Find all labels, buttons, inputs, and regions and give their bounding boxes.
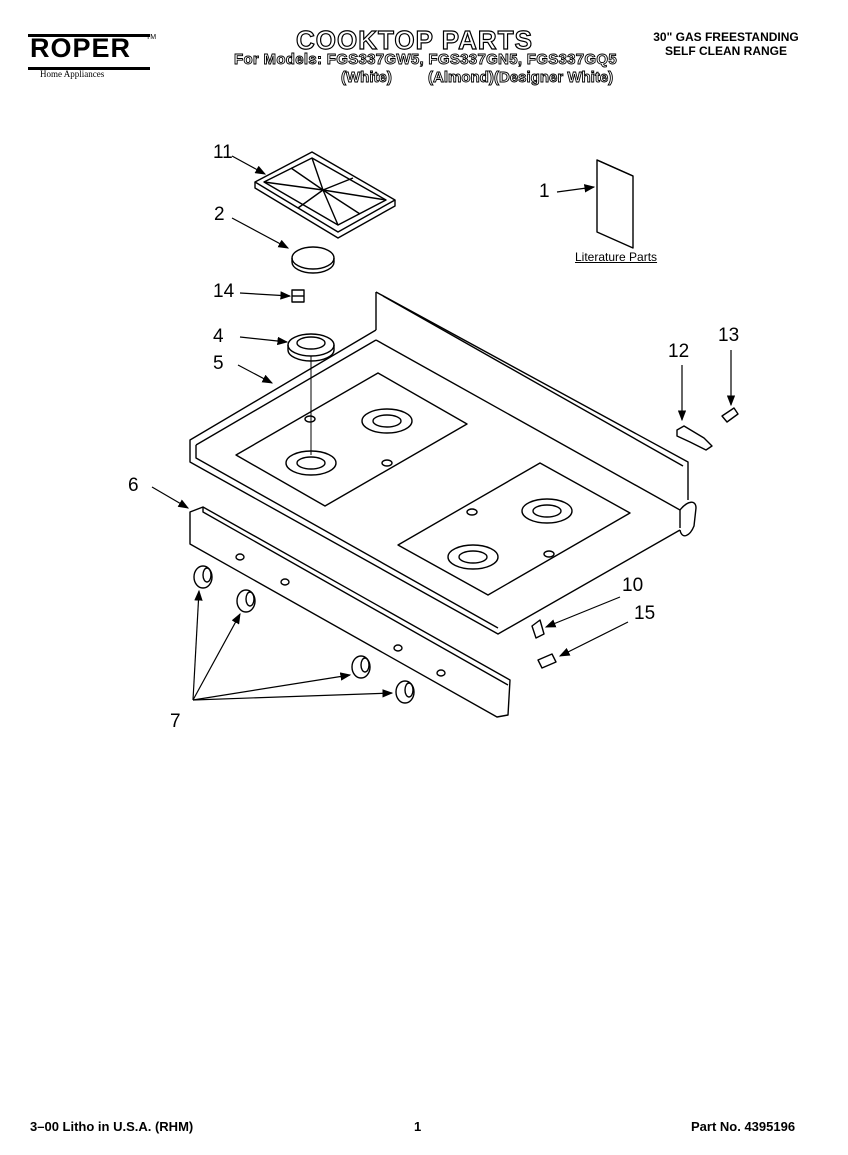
callout-12: 12: [668, 341, 690, 362]
color-almond: (Almond): [428, 69, 495, 87]
footer-page-number: 1: [414, 1119, 422, 1134]
orifice-part: [291, 289, 305, 303]
callout-10: 10: [622, 575, 644, 596]
color-white: (White): [341, 69, 393, 87]
callout-5: 5: [213, 353, 224, 374]
range-type-line1: 30" GAS FREESTANDING: [653, 30, 799, 44]
grate-part: [254, 151, 396, 239]
callout-11: 11: [213, 142, 233, 163]
callout-1: 1: [539, 181, 550, 202]
screw-13-part: [721, 407, 739, 423]
callout-6: 6: [128, 475, 139, 496]
callout-15: 15: [634, 603, 656, 624]
callout-2: 2: [214, 204, 225, 225]
range-type-line2: SELF CLEAN RANGE: [664, 44, 787, 58]
literature-part: [596, 159, 634, 249]
igniter-part: [676, 425, 713, 451]
screw-15-part: [537, 653, 557, 669]
literature-parts-label: Literature Parts: [575, 250, 658, 264]
footer-part-number: Part No. 4395196: [691, 1119, 796, 1134]
brand-trademark: TM: [146, 34, 157, 41]
control-panel-part: [189, 506, 511, 718]
cooktop-main-part: [189, 291, 697, 635]
brand-name: ROPER: [30, 33, 132, 63]
burner-cap-part: [291, 246, 335, 270]
knobs-part: [193, 565, 415, 704]
brand-logo: [28, 34, 150, 70]
leader-lines: [151, 155, 736, 701]
clip-part: [531, 619, 545, 639]
page-title: COOKTOP PARTS: [295, 25, 533, 55]
callout-4: 4: [213, 326, 224, 347]
callout-7: 7: [170, 711, 181, 732]
callout-14: 14: [213, 281, 235, 302]
footer-litho: 3–00 Litho in U.S.A. (RHM): [30, 1119, 194, 1134]
model-numbers: For Models: FGS337GW5, FGS337GN5, FGS337…: [234, 51, 618, 69]
callout-13: 13: [718, 325, 740, 346]
brand-subtitle: Home Appliances: [40, 69, 105, 79]
color-designer-white: (Designer White): [494, 69, 614, 87]
